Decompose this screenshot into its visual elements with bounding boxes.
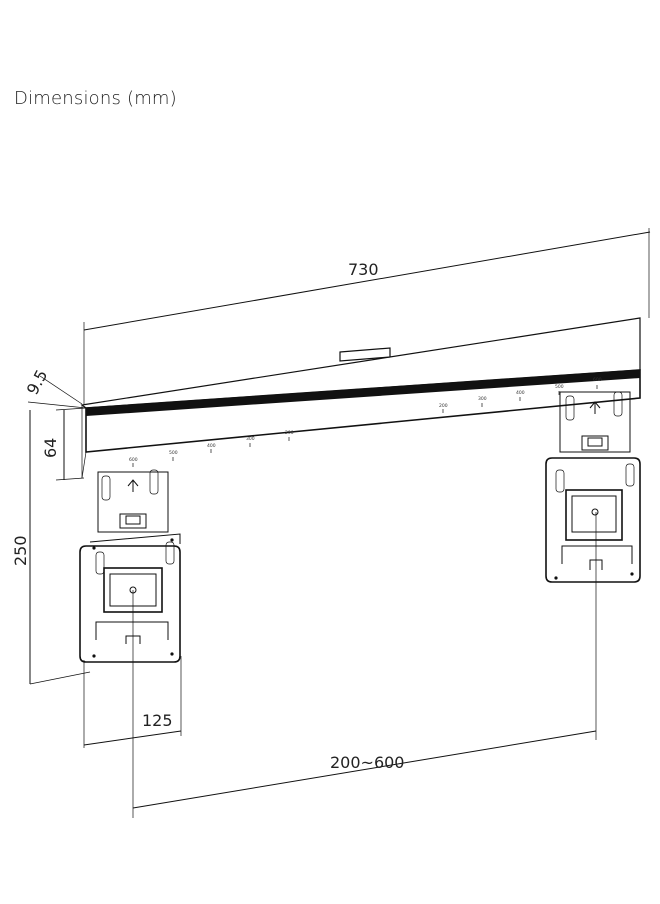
scale-tick-label: 300: [246, 436, 255, 442]
scale-tick-label: 400: [207, 443, 216, 449]
dimension-spacing: 200~600: [132, 512, 597, 818]
dimension-label: 250: [11, 535, 30, 566]
dimension-total-height: 250: [11, 410, 91, 685]
dimension-label: 730: [348, 260, 379, 279]
scale-tick-label: 600: [129, 457, 138, 463]
scale-tick-label: 600: [593, 377, 602, 383]
dimension-rail-height: 64: [41, 407, 87, 481]
right-vesa-bracket: [545, 391, 641, 583]
dimension-plate-width: 125: [83, 656, 182, 748]
scale-tick-label: 500: [555, 384, 564, 390]
left-vesa-bracket: [79, 469, 181, 663]
dimension-depth: 9.5: [23, 366, 87, 409]
rail-scale-right: 200 300 400 500 600: [439, 377, 602, 413]
scale-tick-label: 500: [169, 450, 178, 456]
dimension-label: 200~600: [330, 753, 404, 772]
diagram-title: Dimensions (mm): [14, 88, 177, 109]
dimension-width: 730: [83, 228, 651, 404]
scale-tick-label: 200: [285, 430, 294, 436]
dimension-label: 9.5: [23, 366, 52, 397]
dimension-label: 125: [142, 711, 173, 730]
rail-scale-left: 600 500 400 300 200: [129, 430, 294, 467]
scale-tick-label: 200: [439, 403, 448, 409]
scale-tick-label: 400: [516, 390, 525, 396]
wall-rail: [80, 317, 641, 479]
scale-tick-label: 300: [478, 396, 487, 402]
dimension-label: 64: [41, 438, 60, 458]
